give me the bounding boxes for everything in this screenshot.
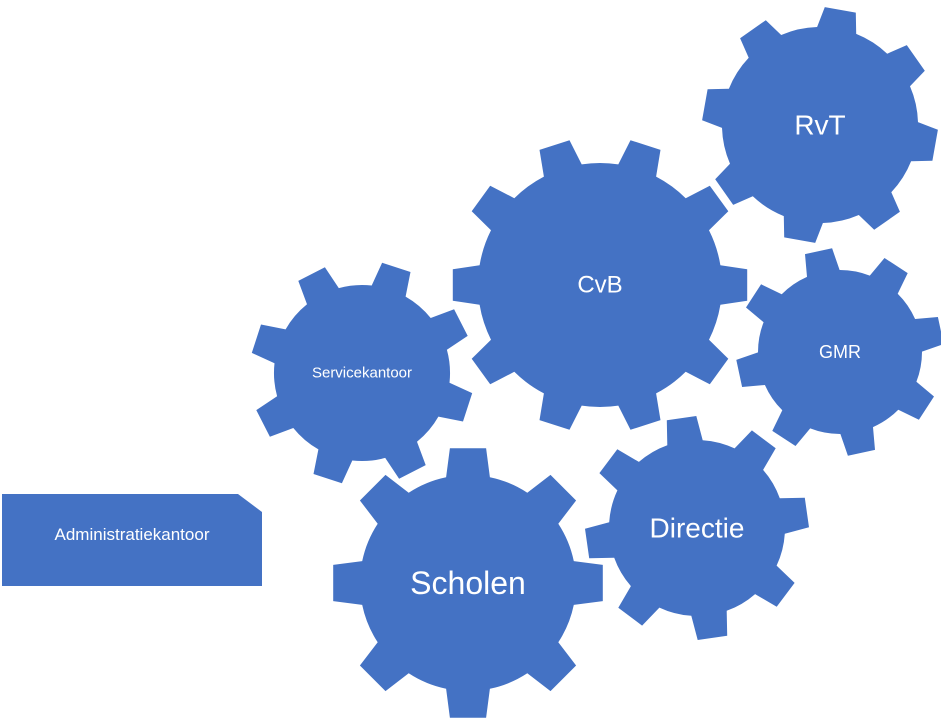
gear-cvb-label: CvB	[577, 272, 622, 299]
gear-gmr-shape	[736, 248, 941, 456]
gear-scholen: Scholen	[333, 448, 603, 718]
gear-directie-label: Directie	[650, 513, 745, 544]
gear-directie: Directie	[585, 416, 809, 640]
gear-rvt-shape	[702, 7, 938, 243]
gear-rvt-label: RvT	[794, 110, 845, 141]
administratiekantoor-label: Administratiekantoor	[54, 525, 210, 544]
gear-directie-shape	[585, 416, 809, 640]
gear-gmr-label: GMR	[819, 342, 861, 362]
gear-gmr: GMR	[736, 248, 941, 456]
gear-rvt: RvT	[702, 7, 938, 243]
gear-servicekantoor-shape	[251, 262, 473, 484]
gear-servicekantoor: Servicekantoor	[251, 262, 473, 484]
administratiekantoor-box: Administratiekantoor	[2, 494, 262, 586]
gear-scholen-label: Scholen	[410, 565, 526, 601]
gear-scholen-shape	[333, 448, 603, 718]
gear-servicekantoor-label: Servicekantoor	[312, 365, 412, 382]
gear-cvb: CvB	[452, 140, 748, 430]
gear-cvb-shape	[452, 140, 748, 430]
